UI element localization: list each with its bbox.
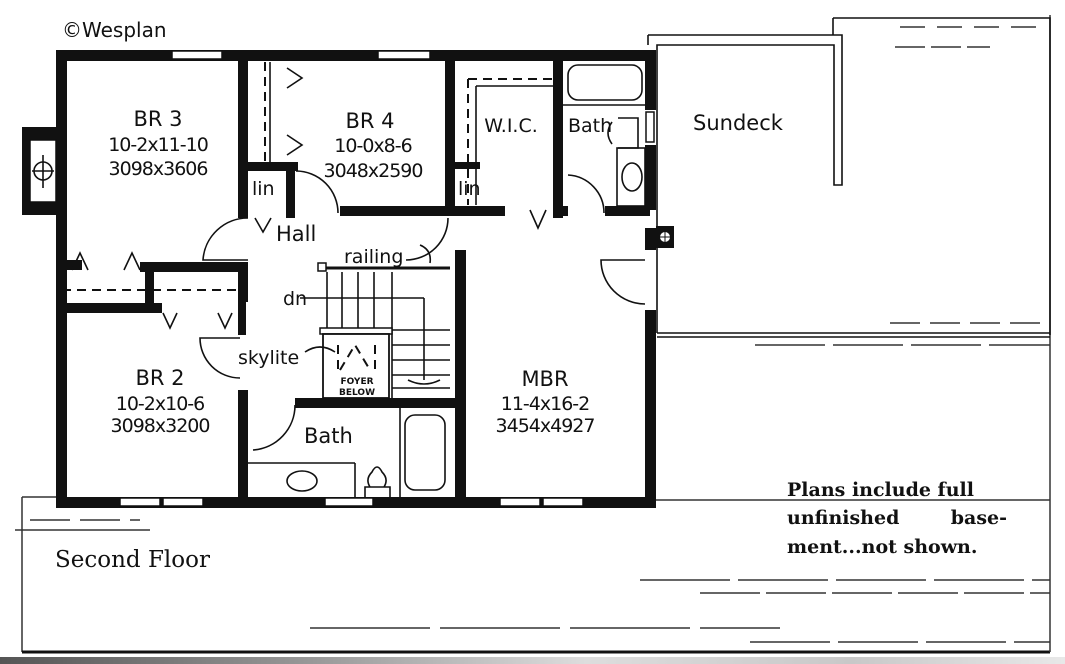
- wic-label: W.I.C.: [484, 115, 538, 137]
- basement-note-line-2a: unfinished: [787, 507, 899, 529]
- br3-name: BR 3: [133, 107, 182, 131]
- windows: [119, 50, 655, 507]
- exterior-meter: [656, 226, 674, 248]
- br2-metric: 3098x3200: [111, 415, 210, 437]
- basement-note-line-1: Plans include full: [787, 479, 974, 501]
- br2-imperial: 10-2x10-6: [116, 393, 205, 415]
- hall-label: Hall: [276, 222, 316, 246]
- hall-bath-label: Bath: [304, 424, 353, 448]
- copyright-label: ©Wesplan: [62, 18, 167, 42]
- staircase: [300, 244, 450, 399]
- foyer-below-label-2: BELOW: [339, 388, 375, 398]
- basement-note-line-2b: base-: [951, 507, 1007, 529]
- br4-metric: 3048x2590: [324, 160, 423, 182]
- br4-name: BR 4: [345, 109, 394, 133]
- railing-label: railing: [344, 246, 403, 268]
- br3-imperial: 10-2x11-10: [108, 134, 208, 156]
- linen-closet-label-2: lin: [458, 178, 481, 200]
- scan-edge: [0, 657, 1065, 664]
- mbr-name: MBR: [521, 367, 568, 391]
- mbr-imperial: 11-4x16-2: [501, 393, 590, 415]
- sundeck-outline: [647, 17, 1051, 346]
- skylite-label: skylite: [238, 347, 299, 369]
- floor-title: Second Floor: [55, 547, 210, 573]
- linen-closet-label-1: lin: [252, 178, 275, 200]
- br4-imperial: 10-0x8-6: [334, 135, 411, 157]
- down-stairs-label: dn: [283, 288, 307, 310]
- sundeck-label: Sundeck: [693, 111, 784, 135]
- br2-name: BR 2: [135, 366, 184, 390]
- mbr-metric: 3454x4927: [496, 415, 595, 437]
- chimney: [22, 127, 58, 215]
- br3-metric: 3098x3606: [109, 158, 208, 180]
- interior-walls: [62, 58, 650, 505]
- basement-note-line-3: ment...not shown.: [787, 536, 977, 558]
- ensuite-bath-label: Bath: [568, 115, 612, 137]
- foyer-below-label-1: FOYER: [340, 377, 373, 387]
- door-swings: [71, 67, 646, 451]
